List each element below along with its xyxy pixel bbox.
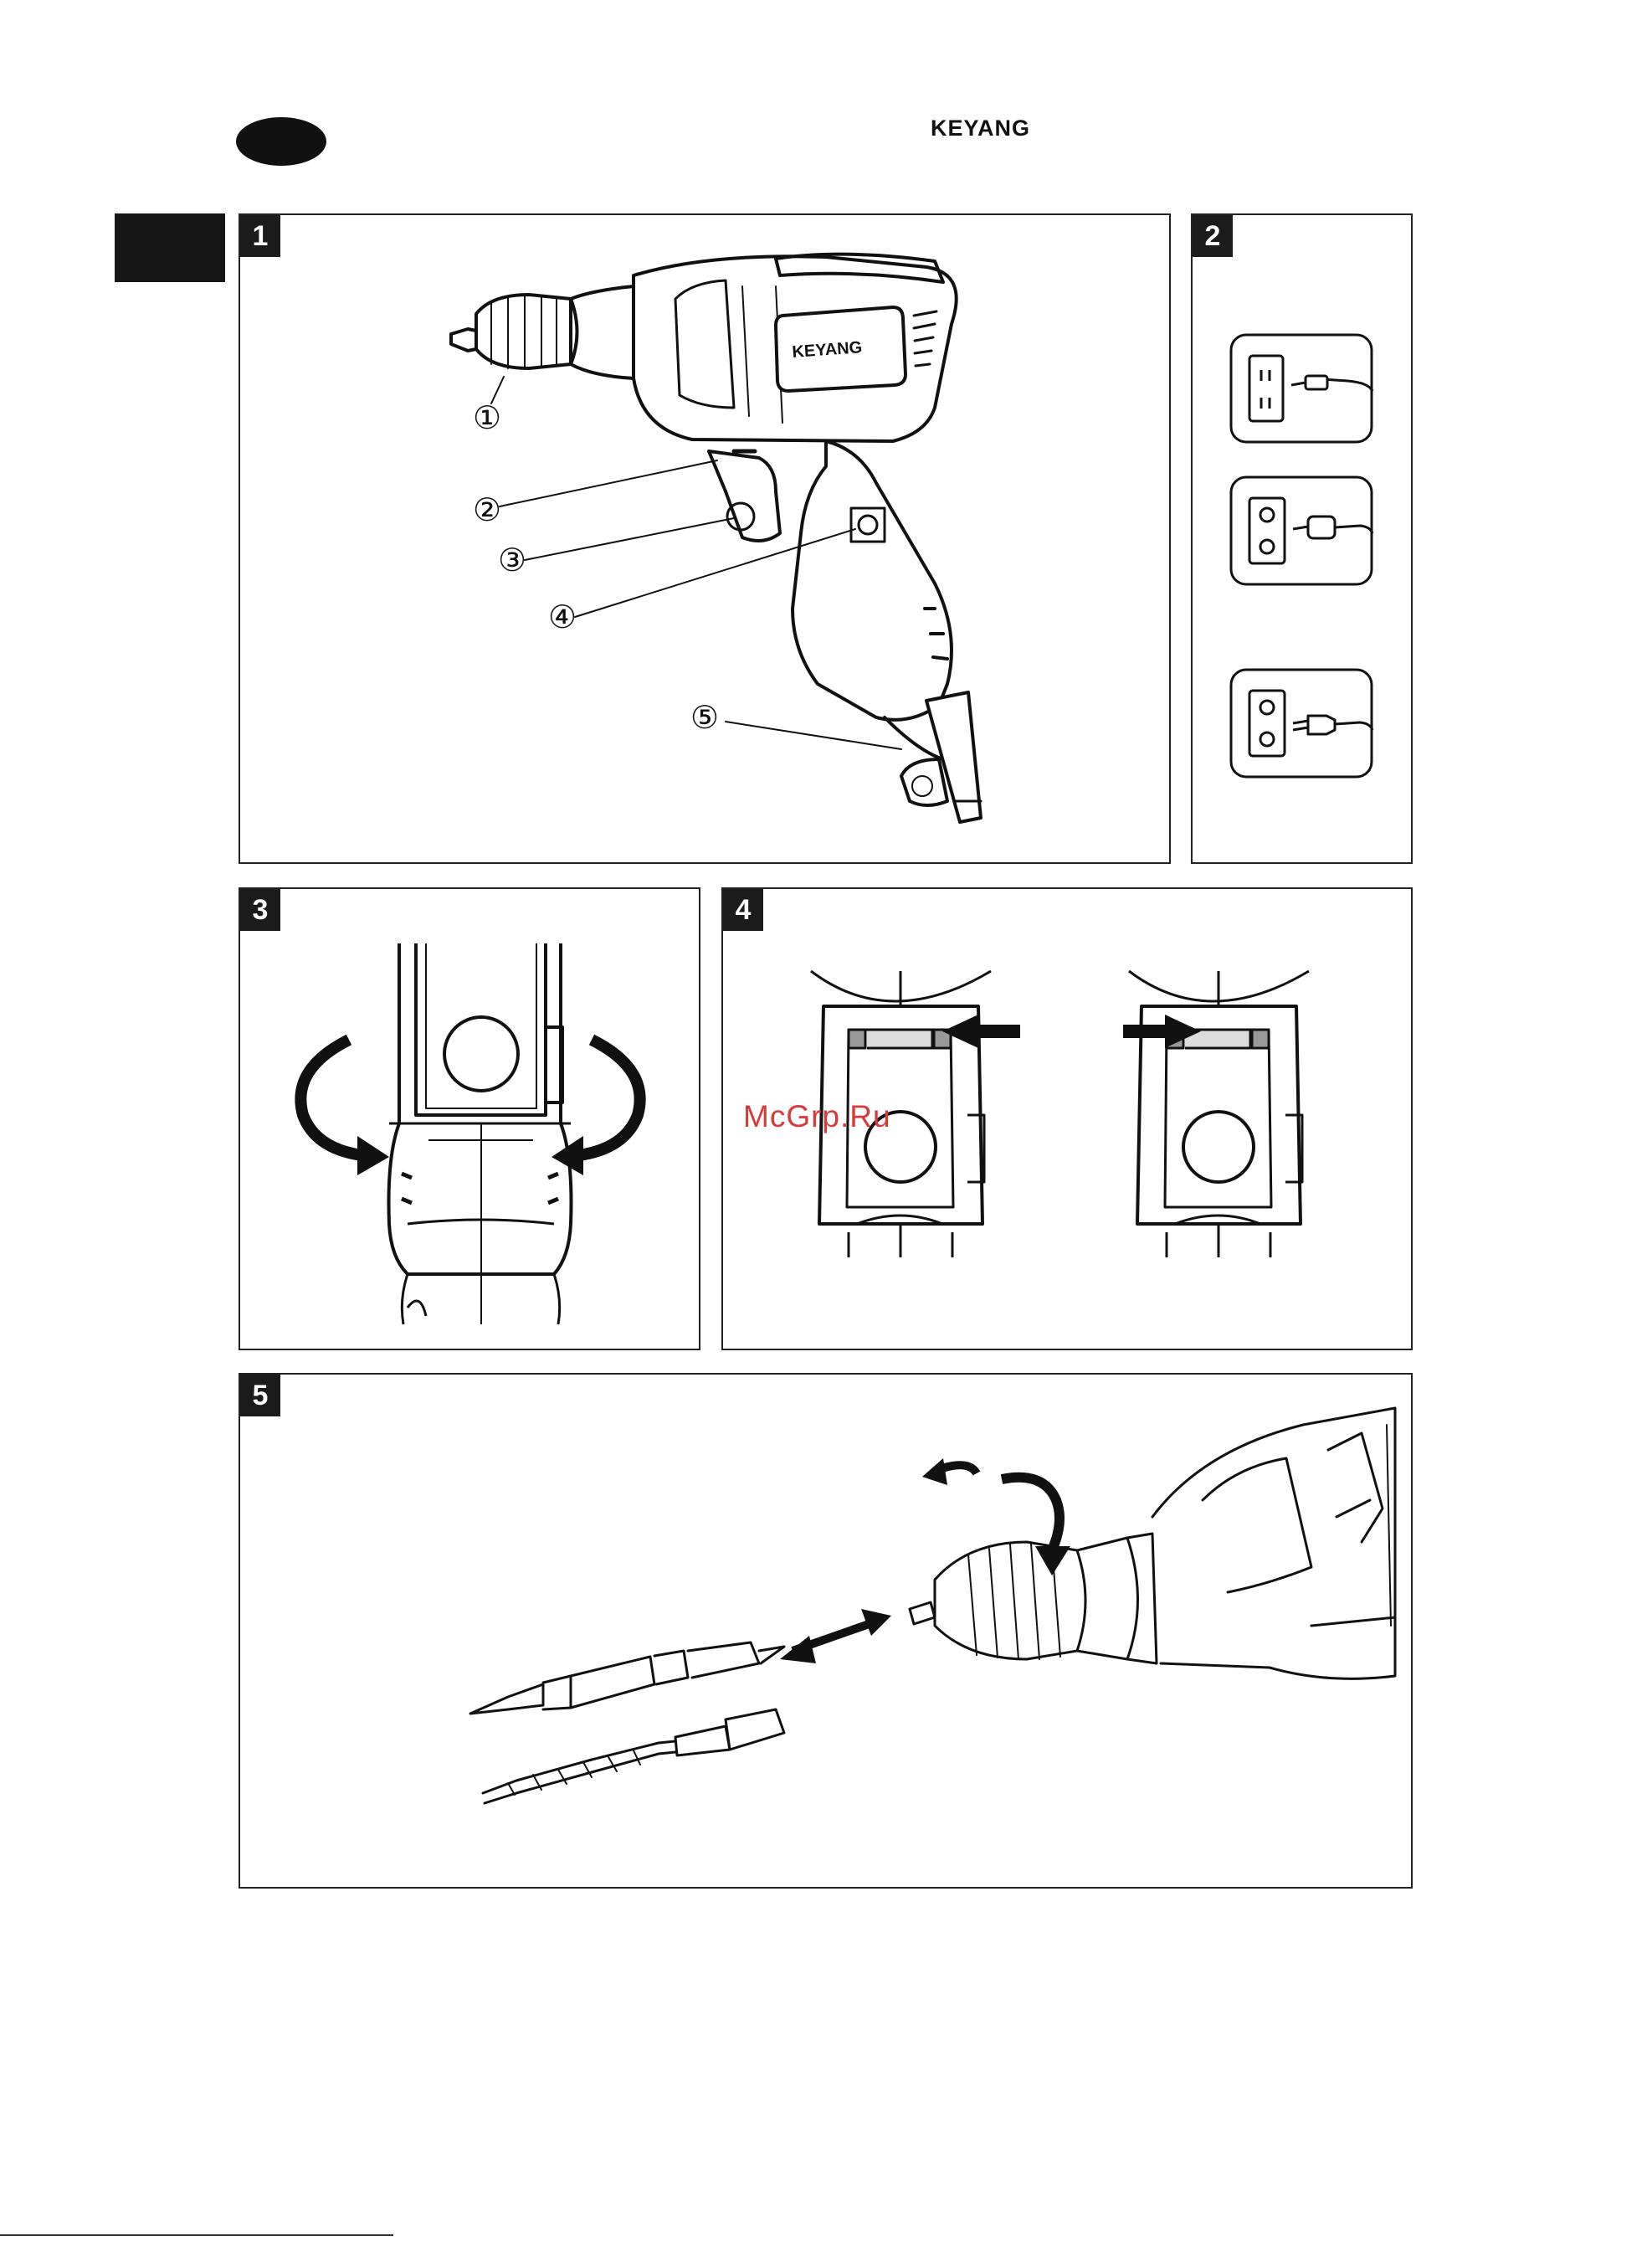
outlet-plug-round-icon <box>1231 477 1372 584</box>
callout-5: ⑤ <box>690 699 719 736</box>
language-badge <box>236 117 326 166</box>
callout-1: ① <box>473 399 501 436</box>
handle-rotation-illustration <box>240 889 699 1349</box>
callout-3: ③ <box>498 542 526 578</box>
bit-insertion-illustration <box>240 1375 1411 1887</box>
outlet-plug-flat-icon <box>1231 335 1372 442</box>
callout-4: ④ <box>548 599 577 635</box>
drill-side-view-illustration: ① ② ③ ④ ⑤ KEYANG <box>240 215 1169 862</box>
section-tab <box>115 213 225 282</box>
rotate-left-arrow-icon <box>300 1040 389 1175</box>
brand-logo: KEYANG <box>931 116 1030 141</box>
outlet-plug-euro-icon <box>1231 670 1372 777</box>
rotate-right-arrow-icon <box>552 1040 640 1175</box>
figure-panel-5: 5 <box>239 1373 1413 1889</box>
watermark: McGrp.Ru <box>743 1099 891 1134</box>
figure-panel-2: 2 <box>1191 213 1413 864</box>
callout-2: ② <box>473 491 501 528</box>
push-left-arrow-icon <box>942 1015 1020 1048</box>
footer-rule <box>0 2234 393 2236</box>
figure-panel-1: 1 <box>239 213 1171 864</box>
figure-panel-3: 3 <box>239 887 700 1350</box>
insert-bit-arrow-icon <box>780 1609 891 1663</box>
